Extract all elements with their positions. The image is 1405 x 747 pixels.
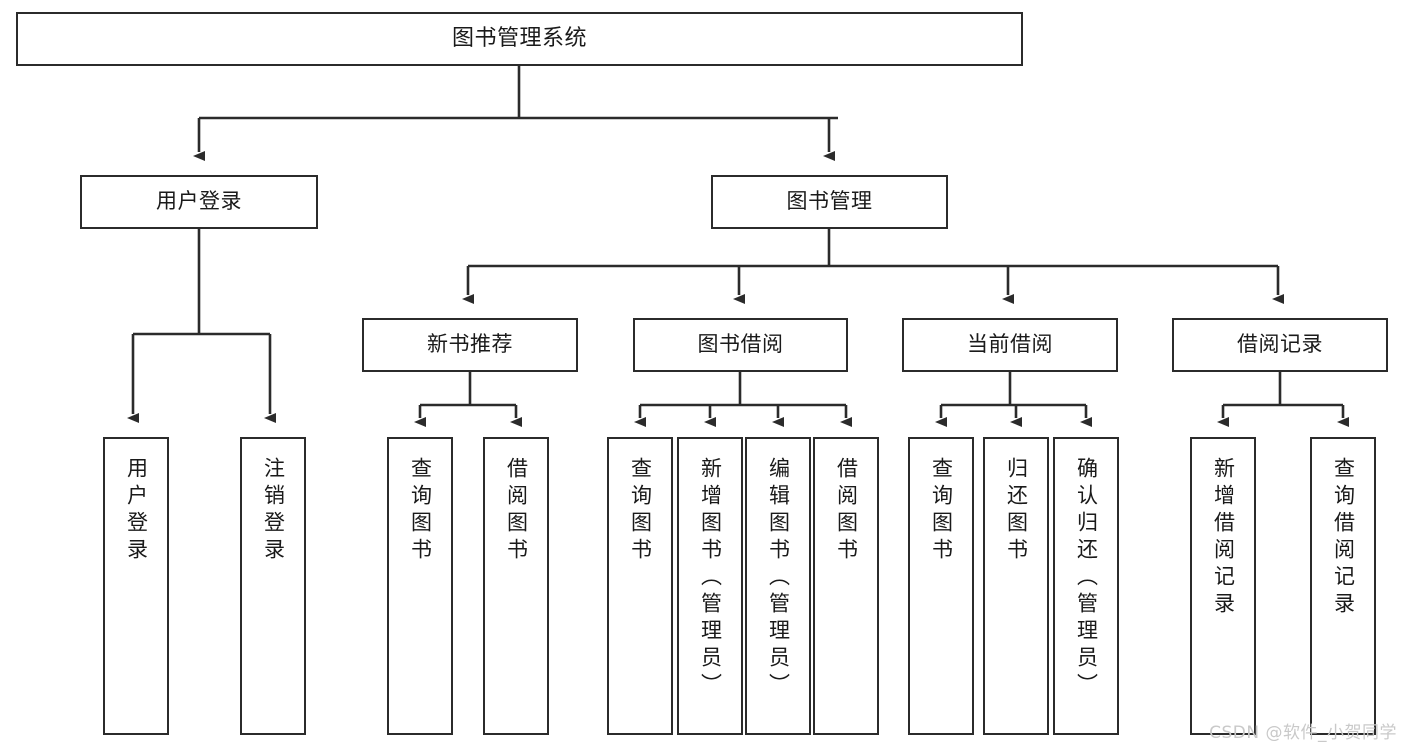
leaf-borrow-book[interactable]: 借阅图书 xyxy=(813,437,879,735)
node-current-borrow-label: 当前借阅 xyxy=(967,332,1053,357)
leaf-edit-book-admin[interactable]: 编辑图书（管理员） xyxy=(745,437,811,735)
leaf-borrow-book-recommend[interactable]: 借阅图书 xyxy=(483,437,549,735)
leaf-add-book-admin-label: 新增图书（管理员） xyxy=(698,457,723,700)
node-root-label: 图书管理系统 xyxy=(451,25,587,51)
leaf-add-borrow-record[interactable]: 新增借阅记录 xyxy=(1190,437,1256,735)
node-new-book-recommend-label: 新书推荐 xyxy=(427,332,513,357)
leaf-query-book-recommend-label: 查询图书 xyxy=(408,457,433,565)
node-current-borrow[interactable]: 当前借阅 xyxy=(902,318,1118,372)
node-user-login[interactable]: 用户登录 xyxy=(80,175,318,229)
leaf-query-borrow-record-label: 查询借阅记录 xyxy=(1331,457,1356,619)
node-book-borrow[interactable]: 图书借阅 xyxy=(633,318,848,372)
leaf-borrow-book-recommend-label: 借阅图书 xyxy=(504,457,529,565)
leaf-query-borrow-record[interactable]: 查询借阅记录 xyxy=(1310,437,1376,735)
node-root[interactable]: 图书管理系统 xyxy=(16,12,1023,66)
leaf-query-book-recommend[interactable]: 查询图书 xyxy=(387,437,453,735)
node-borrow-record[interactable]: 借阅记录 xyxy=(1172,318,1388,372)
leaf-user-logout-label: 注销登录 xyxy=(261,457,286,565)
leaf-user-logout[interactable]: 注销登录 xyxy=(240,437,306,735)
leaf-query-book-current[interactable]: 查询图书 xyxy=(908,437,974,735)
leaf-query-book-borrow-label: 查询图书 xyxy=(628,457,653,565)
leaf-confirm-return-admin[interactable]: 确认归还（管理员） xyxy=(1053,437,1119,735)
node-book-management[interactable]: 图书管理 xyxy=(711,175,948,229)
leaf-user-login-label: 用户登录 xyxy=(124,457,149,565)
node-book-borrow-label: 图书借阅 xyxy=(697,332,784,357)
leaf-edit-book-admin-label: 编辑图书（管理员） xyxy=(766,457,791,700)
leaf-query-book-borrow[interactable]: 查询图书 xyxy=(607,437,673,735)
leaf-return-book[interactable]: 归还图书 xyxy=(983,437,1049,735)
node-new-book-recommend[interactable]: 新书推荐 xyxy=(362,318,578,372)
leaf-query-book-current-label: 查询图书 xyxy=(929,457,954,565)
csdn-watermark: CSDN @软件_小贺同学 xyxy=(1209,723,1397,743)
node-user-login-label: 用户登录 xyxy=(156,189,242,214)
leaf-add-book-admin[interactable]: 新增图书（管理员） xyxy=(677,437,743,735)
leaf-confirm-return-admin-label: 确认归还（管理员） xyxy=(1074,457,1099,700)
leaf-return-book-label: 归还图书 xyxy=(1004,457,1029,565)
node-book-management-label: 图书管理 xyxy=(786,189,873,214)
leaf-borrow-book-label: 借阅图书 xyxy=(834,457,859,565)
leaf-add-borrow-record-label: 新增借阅记录 xyxy=(1211,457,1236,619)
node-borrow-record-label: 借阅记录 xyxy=(1237,332,1323,357)
leaf-user-login[interactable]: 用户登录 xyxy=(103,437,169,735)
